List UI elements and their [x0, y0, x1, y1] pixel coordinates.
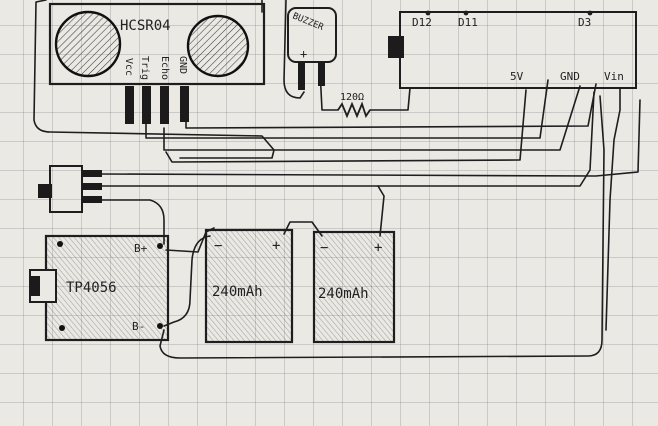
switch-pin-3 [82, 196, 102, 203]
wire-switch-mid [101, 91, 595, 187]
charger-board [44, 234, 170, 342]
battery-1-minus: − [214, 238, 222, 254]
charger-hole-tr [157, 243, 163, 249]
board-pin-d11: D11 [458, 16, 478, 29]
slide-switch [38, 165, 102, 213]
charger-hole-tl [57, 241, 63, 247]
wire-bminus [163, 235, 211, 327]
sensor-label: HCSR04 [120, 18, 171, 34]
sensor-pin-header-2 [142, 86, 151, 124]
sensor-transducer-left [54, 10, 122, 78]
charger-hole-bl [59, 325, 65, 331]
board-pin-d11-dot [463, 10, 469, 16]
resistor-zigzag [337, 101, 371, 119]
battery-1: − + 240mAh [204, 228, 294, 344]
sensor-pin-header-4 [180, 86, 189, 122]
wire-trig [145, 79, 549, 139]
wire-bat2-plus [377, 185, 385, 237]
wire-bat-link [283, 221, 323, 237]
board-pin-d12-dot [425, 10, 431, 16]
battery-2-minus: − [320, 240, 328, 256]
charger-label: TP4056 [66, 280, 117, 296]
board-pin-d3: D3 [578, 16, 591, 29]
wire-gnd [185, 83, 597, 129]
wire-sensor-right [165, 89, 527, 163]
sensor-pin-header-1 [125, 86, 134, 124]
board-pin-d3-dot [587, 10, 593, 16]
buzzer-label: BUZZER [291, 12, 325, 34]
board-pin-5v: 5V [510, 70, 524, 83]
battery-2-body [312, 230, 396, 344]
battery-1-body [204, 228, 294, 344]
wire-buzzer-left [283, 0, 305, 99]
sensor-board [48, 2, 266, 86]
wires [33, 0, 641, 359]
wire-switch-bottom [99, 199, 165, 245]
sensor-pin-trig: Trig [139, 56, 150, 80]
sensor-pin-echo: Echo [159, 56, 170, 80]
battery-1-label: 240mAh [212, 284, 263, 300]
charger-hole-br [157, 323, 163, 329]
charger-module: TP4056 B+ B- [29, 234, 170, 342]
battery-1-plus: + [272, 238, 280, 254]
charger-bminus-label: B- [132, 320, 145, 333]
buzzer-leg-right [318, 62, 325, 86]
wire-vin-loop [605, 87, 621, 331]
buzzer-plus: + [300, 47, 307, 61]
wire-echo [163, 85, 581, 151]
board-pin-vin: Vin [604, 70, 624, 83]
resistor: 120Ω [337, 92, 371, 119]
sensor-pin-gnd: GND [177, 56, 188, 74]
battery-2-label: 240mAh [318, 286, 369, 302]
microcontroller-board: D12 D11 D3 5V GND Vin [388, 10, 637, 89]
battery-2-plus: + [374, 240, 382, 256]
board-pin-d12: D12 [412, 16, 432, 29]
battery-2: − + 240mAh [312, 230, 396, 344]
charger-usb-plug [30, 276, 40, 296]
usb-port [388, 36, 404, 58]
sensor-transducer-right [186, 14, 250, 78]
charger-bplus-label: B+ [134, 242, 148, 255]
sensor-pin-header-3 [160, 86, 169, 124]
wire-vcc-loop [33, 0, 275, 159]
sensor-pin-vcc: Vcc [123, 58, 134, 76]
switch-knob [38, 184, 52, 198]
switch-body [49, 165, 83, 213]
switch-pin-1 [82, 170, 102, 177]
resistor-label: 120Ω [340, 92, 364, 103]
wire-switch-top [99, 99, 641, 177]
buzzer-body [287, 7, 337, 63]
buzzer: BUZZER + [287, 7, 337, 90]
wire-resistor-out [369, 87, 411, 111]
board-pin-gnd: GND [560, 70, 580, 83]
ultrasonic-sensor: HCSR04 Vcc Trig Echo GND [48, 2, 266, 124]
buzzer-leg-left [298, 62, 305, 90]
switch-pin-2 [82, 183, 102, 190]
wire-bottom-loop [159, 95, 605, 359]
